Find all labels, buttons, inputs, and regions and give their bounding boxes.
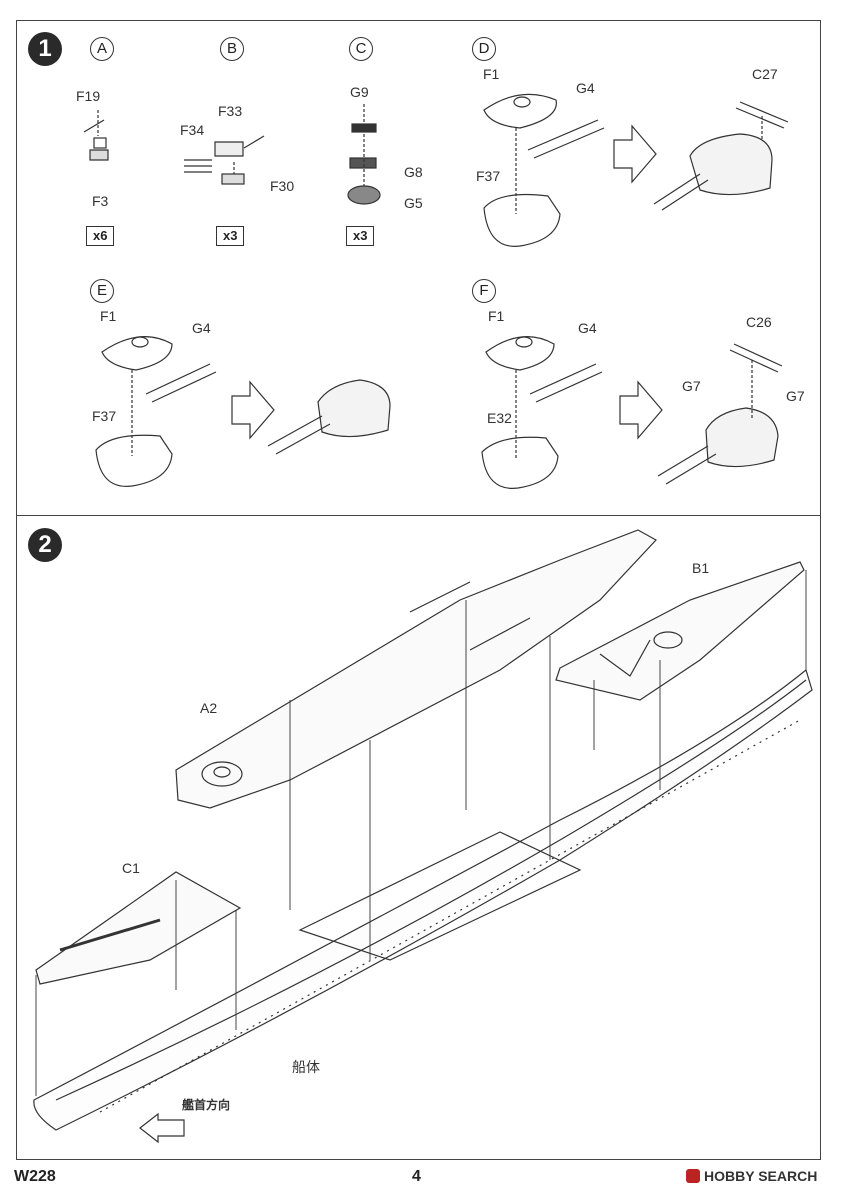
bow-direction-arrow (139, 1112, 185, 1144)
part-d-drawing (483, 93, 789, 247)
part-a-drawing (83, 110, 109, 161)
part-b-drawing (184, 135, 265, 185)
deck-b1-drawing (555, 561, 805, 701)
deck-c1-drawing (35, 871, 242, 985)
subassembly-c-label: C (349, 37, 373, 61)
step2-frame (16, 515, 821, 1160)
hull-label: 船体 (292, 1059, 320, 1075)
part-label-f-g7-left: G7 (682, 378, 701, 394)
subassembly-f-label: F (472, 279, 496, 303)
part-label-f19: F19 (76, 88, 101, 104)
guide-lines (35, 570, 807, 1096)
part-label-f30: F30 (270, 178, 295, 194)
part-e-drawing (95, 336, 391, 487)
brand-watermark: HOBBY SEARCH (686, 1168, 817, 1184)
part-label-d-c27: C27 (752, 66, 778, 82)
part-label-f-f1: F1 (488, 308, 505, 324)
deck-a2-drawing (175, 529, 657, 809)
hull-drawing (33, 668, 813, 1131)
brand-logo-icon (686, 1169, 700, 1183)
part-label-f-c26: C26 (746, 314, 772, 330)
part-label-d-f1: F1 (483, 66, 500, 82)
quantity-badge-a: x6 (86, 226, 115, 246)
part-label-e-f37: F37 (92, 408, 117, 424)
part-label-g8: G8 (404, 164, 423, 180)
part-label-g9: G9 (350, 84, 369, 100)
subassembly-d-label: D (472, 37, 496, 61)
part-label-f-g7-right: G7 (786, 388, 805, 404)
part-label-f-g4: G4 (578, 320, 597, 336)
part-label-e-f1: F1 (100, 308, 117, 324)
subassembly-e-label: E (90, 279, 114, 303)
subassembly-a-label: A (90, 37, 114, 61)
part-label-f33: F33 (218, 103, 243, 119)
part-label-f34: F34 (180, 122, 205, 138)
quantity-badge-c: x3 (346, 226, 375, 246)
part-label-d-f37: F37 (476, 168, 501, 184)
step2-badge: 2 (28, 528, 62, 562)
part-label-c1: C1 (122, 860, 140, 876)
bow-direction-label: 艦首方向 (182, 1098, 231, 1112)
part-f-drawing (481, 336, 783, 489)
part-label-f3: F3 (92, 193, 109, 209)
subassembly-b-label: B (220, 37, 244, 61)
part-label-e-g4: G4 (192, 320, 211, 336)
step1-badge: 1 (28, 32, 62, 66)
quantity-badge-b: x3 (216, 226, 245, 246)
part-label-f-e32: E32 (487, 410, 512, 426)
page-number: 4 (412, 1168, 421, 1185)
part-label-d-g4: G4 (576, 80, 595, 96)
part-label-a2: A2 (200, 700, 218, 716)
part-label-b1: B1 (692, 560, 710, 576)
part-label-g5: G5 (404, 195, 423, 211)
part-c-drawing (347, 104, 381, 205)
model-code: W228 (14, 1168, 56, 1185)
